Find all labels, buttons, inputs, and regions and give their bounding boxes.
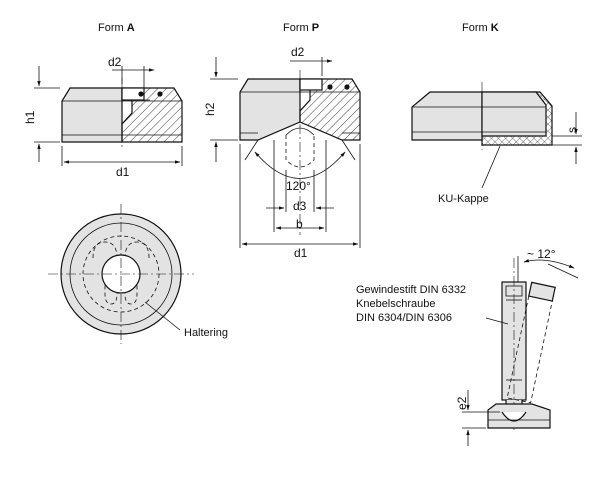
dim-d2-p: d2 <box>291 45 305 59</box>
form-p-heading: Form P <box>283 22 319 34</box>
form-a-top-view: Haltering <box>48 204 228 344</box>
dim-d2-a: d2 <box>108 55 122 69</box>
form-k-heading: Form K <box>462 22 499 34</box>
dim-h2: h2 <box>203 102 217 116</box>
screw-label-line1: Gewindestift DIN 6332 <box>356 284 466 296</box>
dim-b: b <box>296 217 303 231</box>
form-a-heading: Form A <box>98 22 135 34</box>
screw-assembly: ~ 12° e2 Gewindestift DIN 6332 Knebelsch… <box>356 247 579 446</box>
form-a-side-view: d2 h1 d1 <box>23 55 183 179</box>
dim-s: s <box>565 127 579 133</box>
form-k-side-view: s KU-Kappe <box>411 82 582 205</box>
screw-label-line3: DIN 6304/DIN 6306 <box>356 312 452 324</box>
dim-h1: h1 <box>23 110 37 124</box>
dim-d1-p: d1 <box>294 246 308 260</box>
form-p-side-view: 120° d2 h2 d3 b d1 <box>203 45 361 260</box>
haltering-label: Haltering <box>184 327 228 339</box>
dim-tilt-12: ~ 12° <box>527 247 556 261</box>
dim-e2: e2 <box>455 396 469 410</box>
dim-d3: d3 <box>293 199 307 213</box>
dim-angle-120: 120° <box>286 179 311 193</box>
ku-kappe-label: KU-Kappe <box>438 193 489 205</box>
screw-label-line2: Knebelschraube <box>356 298 436 310</box>
dim-d1-a: d1 <box>116 165 130 179</box>
